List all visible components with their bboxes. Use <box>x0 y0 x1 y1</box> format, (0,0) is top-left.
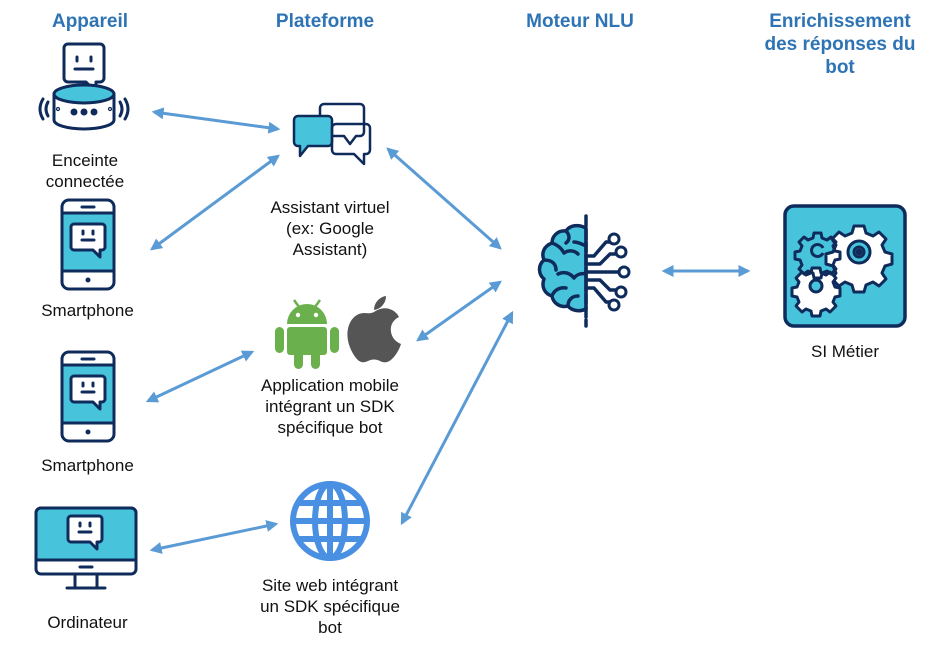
platform-label-assistant-line3: Assistant) <box>292 240 368 259</box>
platform-label-mobile-app-line3: spécifique bot <box>277 418 383 437</box>
arrow-assistant-nlu <box>386 147 502 250</box>
platform-label-assistant-line2: (ex: Google <box>286 219 374 238</box>
platform-label-mobile-app: Application mobile intégrant un SDK spéc… <box>240 375 420 438</box>
computer-icon <box>34 506 138 590</box>
device-label-speaker-line2: connectée <box>45 172 125 191</box>
header-nlu: Moteur NLU <box>526 11 634 32</box>
apple-icon <box>347 296 401 363</box>
header-enrichment: Enrichissement des réponses du bot <box>740 10 940 79</box>
arrow-app-nlu <box>416 280 502 342</box>
platform-label-assistant-line1: Assistant virtuel <box>270 198 390 217</box>
platform-label-website-line3: bot <box>318 618 342 637</box>
gear-small-bottom <box>790 266 842 318</box>
platform-label-assistant: Assistant virtuel (ex: Google Assistant) <box>250 197 410 260</box>
gear-large <box>824 224 894 294</box>
platform-label-website-line1: Site web intégrant <box>261 576 399 595</box>
gears-icon <box>783 204 907 328</box>
header-enrichment-line1: Enrichissement <box>769 11 911 32</box>
device-label-speaker-line1: Enceinte <box>51 151 119 170</box>
platform-label-website: Site web intégrant un SDK spécifique bot <box>240 575 420 638</box>
brain-circuit-icon <box>537 214 631 328</box>
globe-icon <box>290 481 370 561</box>
android-icon <box>275 299 339 369</box>
device-label-smartphone-2: Smartphone <box>41 456 134 475</box>
chat-bubbles-icon <box>292 102 372 166</box>
header-device: Appareil <box>51 11 129 32</box>
platform-label-mobile-app-line1: Application mobile <box>261 376 399 395</box>
arrow-speaker-assistant <box>151 107 281 134</box>
device-label-speaker: Enceinte connectée <box>20 150 150 192</box>
header-enrichment-line2: des réponses du <box>764 34 916 55</box>
arrow-smartphone2-app <box>145 350 255 403</box>
platform-label-mobile-app-line2: intégrant un SDK <box>265 397 395 416</box>
smartphone-icon <box>60 350 116 443</box>
arrow-computer-web <box>149 520 279 554</box>
arrow-smartphone1-assistant <box>150 154 280 251</box>
gear-small-top <box>793 231 842 280</box>
header-enrichment-line3: bot <box>825 57 855 78</box>
device-label-smartphone-1: Smartphone <box>41 301 134 320</box>
device-label-computer: Ordinateur <box>47 613 128 632</box>
platform-label-website-line2: un SDK spécifique <box>260 597 400 616</box>
arrow-web-nlu <box>400 310 514 526</box>
smartphone-icon <box>60 198 116 291</box>
smart-speaker-icon <box>38 42 130 131</box>
enrichment-label: SI Métier <box>810 342 880 361</box>
header-platform: Plateforme <box>275 11 375 32</box>
